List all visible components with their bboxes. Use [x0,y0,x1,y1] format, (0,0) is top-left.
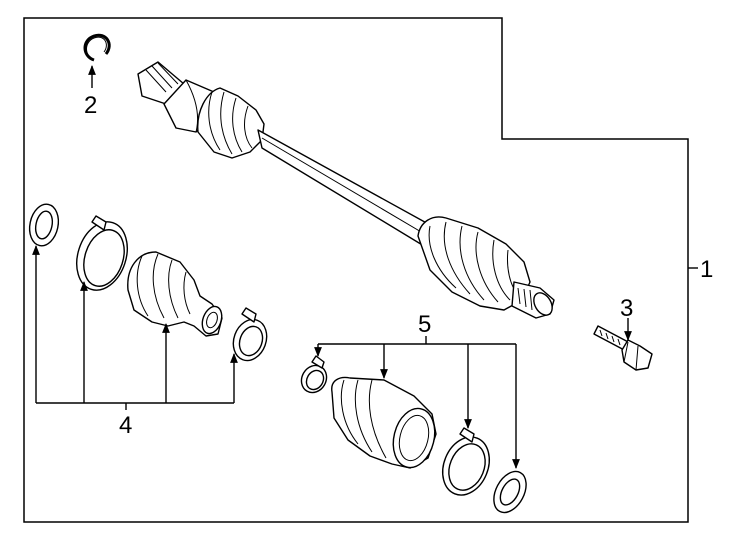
shaft [257,129,433,247]
callout-5-leaders [314,336,520,469]
kit5-large-clamp [442,427,490,496]
assembly-frame [23,17,689,523]
callout-4-label: 4 [119,412,132,439]
callout-4-leaders [32,245,238,410]
kit4-snap-ring [28,203,60,247]
snap-ring [83,33,111,62]
kit5-snap-ring [493,470,527,514]
outer-spline-stub [511,281,555,319]
kit4-small-clamp [232,307,268,362]
inner-spline-stub [137,61,185,105]
callout-5-label: 5 [418,311,431,338]
boot-kit-outer [300,355,527,514]
outer-boot [417,216,531,311]
boot-kit-inner [28,203,268,362]
axle-shaft-assembly [137,61,555,319]
callout-3-label: 3 [620,295,633,322]
callout-1-label: 1 [700,256,713,283]
bolt [593,325,653,371]
kit5-boot [331,376,437,469]
callout-2-label: 2 [84,92,97,119]
kit4-large-clamp [76,215,128,291]
kit5-small-clamp [300,355,328,394]
inner-boot [197,87,265,159]
kit4-boot [127,251,223,337]
